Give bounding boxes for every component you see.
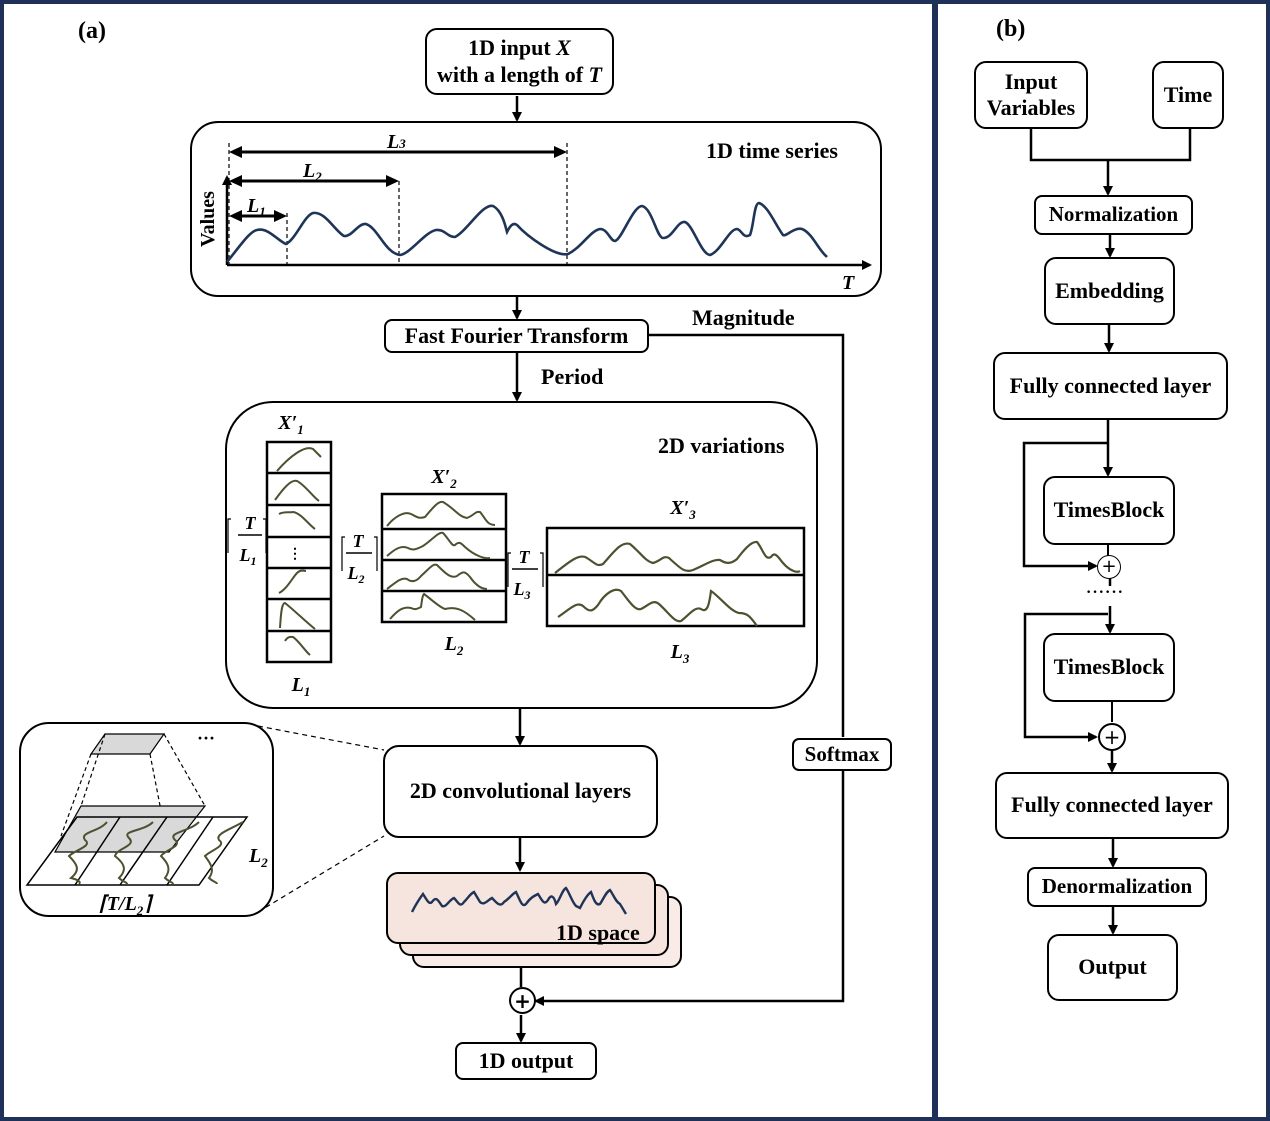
math-variable: T [588, 61, 602, 87]
svg-text:T: T [245, 513, 257, 533]
inset-bottom-label: ⌈T/L2⌉ [99, 893, 154, 917]
normalization-box: Normalization [1034, 195, 1193, 235]
space-wave-line [410, 886, 628, 915]
cols-label-l3: L3 [670, 641, 690, 666]
fc-bottom-box: Fully connected layer [995, 772, 1229, 839]
output-box: Output [1047, 934, 1178, 1001]
magnitude-path [648, 333, 845, 737]
plus-icon: + [514, 988, 531, 1013]
panel-a-frame [0, 0, 938, 1121]
panel-a-label: (a) [78, 18, 106, 44]
period-label-l1: L1 [246, 195, 266, 219]
cols-label-l2: L2 [444, 633, 464, 658]
svg-text:L2: L2 [347, 563, 365, 586]
tensor-x3-name: X′3 [669, 497, 696, 522]
kernel-projection-lines [60, 733, 206, 853]
time-box: Time [1152, 61, 1224, 129]
svg-text:T: T [353, 531, 365, 551]
svg-text:L3: L3 [513, 579, 531, 602]
denormalization-box: Denormalization [1027, 867, 1207, 907]
tensor-x3 [545, 526, 806, 628]
sum-node-b1: + [1097, 555, 1121, 579]
tensor-x2-name: X′2 [430, 466, 457, 491]
tensor-x2-waves [386, 500, 496, 621]
softmax-box: Softmax [792, 738, 892, 771]
input-variables-box: Input Variables [974, 61, 1088, 129]
inset-side-label: L2 [248, 845, 268, 870]
period-arrow-l2 [229, 175, 399, 187]
panel-b-label: (b) [996, 16, 1026, 42]
x-axis-label: T [842, 272, 855, 294]
input-variables-connector [1029, 128, 1192, 162]
feature-grid [25, 816, 249, 886]
tensor-x1-waves [274, 447, 322, 656]
tensor-x1-name: X′1 [277, 412, 303, 437]
cols-label-l1: L1 [291, 674, 311, 699]
space-label: 1D space [556, 920, 640, 945]
conv-inset-graphic: ··· L2 ⌈T/L2⌉ [25, 728, 268, 917]
embedding-box: Embedding [1044, 257, 1175, 325]
sum-node-a: + [509, 987, 536, 1014]
tensor-x1 [265, 440, 333, 664]
inset-ellipsis: ··· [197, 728, 215, 748]
math-variable: X [556, 35, 571, 61]
rows-label-x2: T L2 [341, 531, 378, 586]
period-arrow-l3 [229, 146, 567, 158]
time-series-plot: Values T LL33 L2 L1 [197, 131, 872, 294]
plus-icon: + [1101, 556, 1117, 577]
svg-text:L1: L1 [239, 545, 257, 568]
timesblock-2-box: TimesBlock [1043, 633, 1175, 702]
magnitude-label: Magnitude [692, 305, 795, 330]
timesblock-1-box: TimesBlock [1043, 476, 1175, 545]
sum-node-b2: + [1098, 723, 1126, 751]
input-box: 1D input X with a length of T [425, 28, 614, 95]
space-wave [410, 886, 628, 915]
input-box-line2: with a length of T [436, 61, 602, 87]
input-variables-line1: Input [1004, 68, 1058, 94]
tensor-x1-ellipsis: ⋮ [288, 547, 302, 562]
input-variables-line2: Variables [986, 95, 1076, 120]
time-series-line [225, 201, 828, 263]
repeat-dots: ······ [1086, 584, 1125, 601]
residual-path-1 [1022, 441, 1108, 571]
output-1d-box: 1D output [455, 1042, 597, 1080]
panel-b-frame [932, 0, 1270, 1121]
variations-title: 2D variations [658, 433, 785, 458]
plus-icon: + [1103, 725, 1121, 749]
y-axis-label: Values [197, 191, 219, 247]
inset-zoom-line-bottom [257, 835, 385, 913]
conv-box: 2D convolutional layers [383, 745, 658, 838]
space-layer-front [386, 872, 656, 944]
softmax-to-sum-path [534, 771, 845, 1006]
rows-label-x3: T L3 [507, 547, 544, 602]
period-label-l2: L2 [302, 160, 322, 184]
tensor-x3-waves [554, 540, 801, 627]
residual-path-2 [1023, 612, 1108, 742]
period-label-l3: LL33 [386, 131, 406, 153]
period-label: Period [541, 364, 604, 389]
fft-box: Fast Fourier Transform [384, 319, 649, 353]
variations-graphic: ⋮ X′1 X′2 X′3 T L1 [227, 412, 806, 699]
fc-top-box: Fully connected layer [993, 352, 1228, 420]
period-arrow-l1 [229, 210, 287, 222]
inset-zoom-line-top [257, 725, 385, 751]
rows-label-x1: T L1 [227, 513, 267, 568]
input-box-line1: 1D input X [468, 35, 571, 61]
svg-text:T: T [519, 547, 531, 567]
feature-grid-waves [67, 821, 244, 885]
time-series-title: 1D time series [706, 138, 838, 163]
